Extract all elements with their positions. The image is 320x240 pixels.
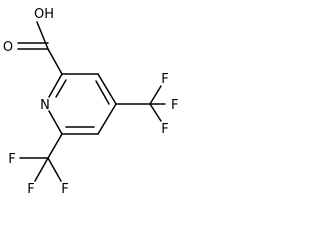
atom-label-f: F xyxy=(171,98,178,113)
atom-label-f: F xyxy=(61,182,68,197)
bond-n-c2-inner xyxy=(55,79,67,98)
atom-label-f: F xyxy=(27,182,34,197)
bond-n-c2 xyxy=(48,73,63,98)
atom-label-f: F xyxy=(8,152,15,167)
bond-c6-n xyxy=(48,110,63,135)
bond-cf3-bottom-f2 xyxy=(34,157,49,182)
bond-c3-c4-inner xyxy=(95,80,110,105)
atom-label-f: F xyxy=(161,122,168,137)
bond-cf3-top-f1 xyxy=(149,85,162,105)
atom-label-carbonyl-o: O xyxy=(3,40,13,55)
bond-cf3-bottom-f3 xyxy=(47,157,62,182)
bond-c3-c4 xyxy=(97,73,117,105)
bond-c4-c5 xyxy=(97,103,117,135)
bond-carboxyl-ring xyxy=(47,48,63,75)
atom-label-oh: OH xyxy=(34,7,54,22)
bond-c6-cf3-bottom xyxy=(47,133,63,159)
bond-c-oh xyxy=(36,21,49,50)
chemical-structure-diagram: OH O N F F F F F F xyxy=(3,7,179,197)
bond-cf3-top-f3 xyxy=(149,103,162,122)
atom-label-f: F xyxy=(161,72,168,87)
atom-label-n: N xyxy=(40,98,50,113)
